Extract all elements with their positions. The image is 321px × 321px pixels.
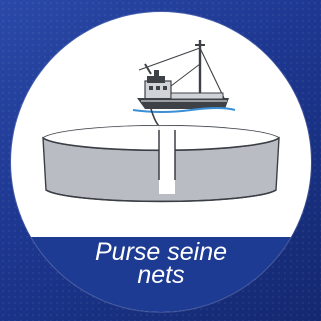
seine-net-icon — [43, 126, 279, 202]
gear-type-badge: Purse seine nets — [11, 12, 311, 312]
fishing-boat-icon — [133, 40, 235, 136]
gear-type-caption: Purse seine nets — [11, 241, 311, 287]
caption-line-2: nets — [11, 264, 311, 287]
